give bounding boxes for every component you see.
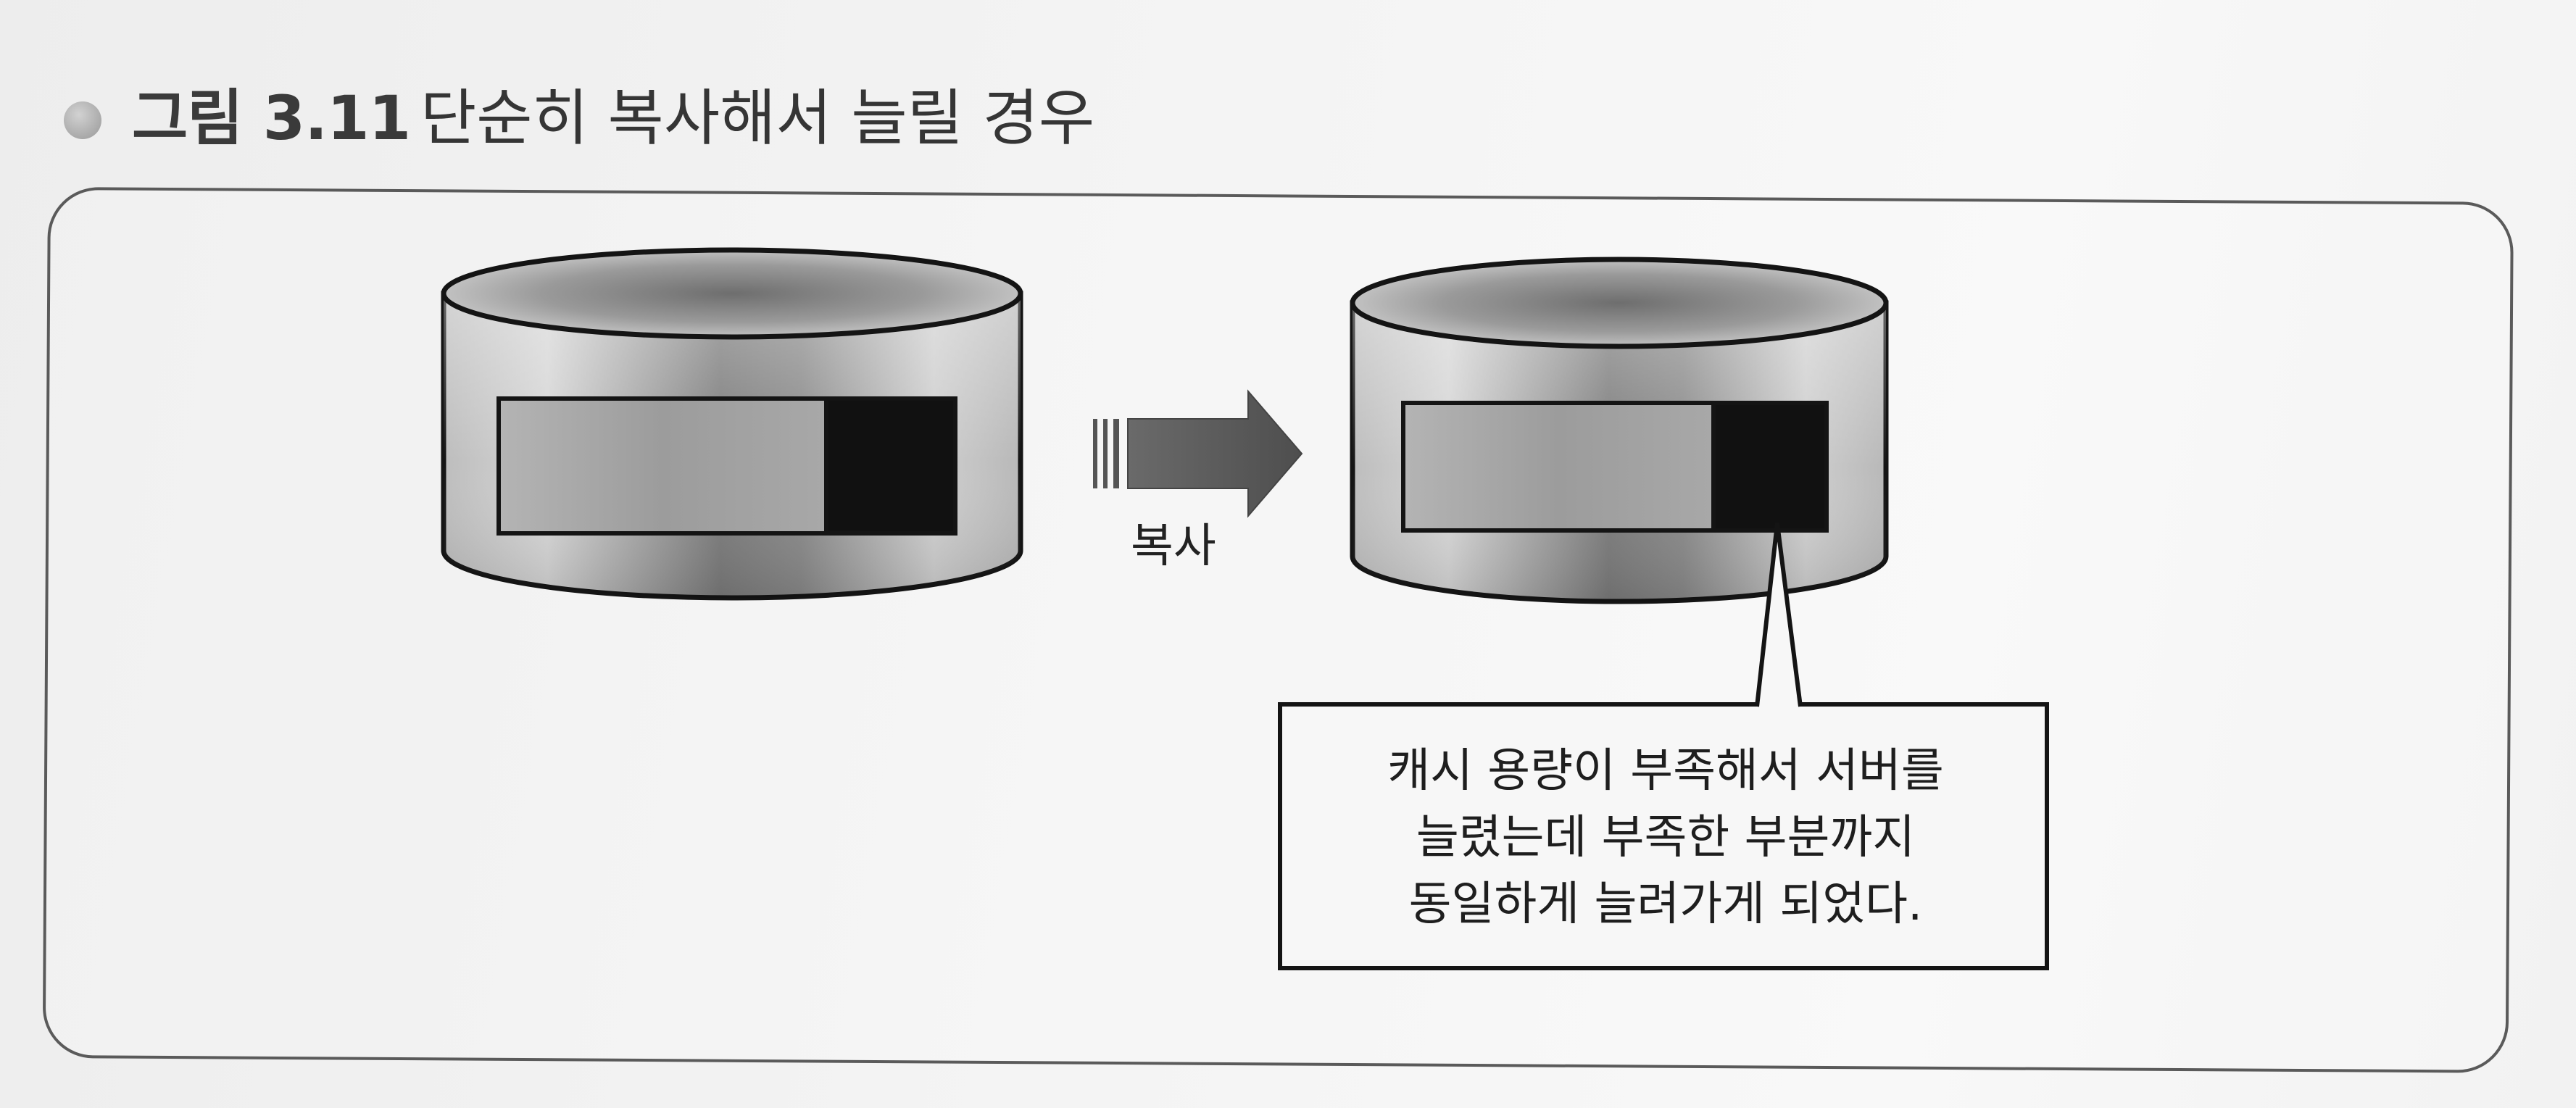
callout-box (1278, 702, 2049, 970)
cache-shortage-bar-left (824, 396, 957, 536)
figure-title: 단순히 복사해서 늘릴 경우 (420, 83, 1095, 154)
bullet-icon (64, 101, 101, 139)
cylinder-top-left (441, 247, 1023, 340)
callout-text: 캐시 용량이 부족해서 서버를 늘렸는데 부족한 부분까지 동일하게 늘려가게 … (1287, 738, 2044, 938)
cache-used-bar-left (496, 396, 828, 536)
callout-line-3: 동일하게 늘려가게 되었다. (1408, 878, 1923, 931)
callout-pointer (1757, 523, 1800, 707)
callout-line-2: 늘렸는데 부족한 부분까지 (1416, 811, 1916, 865)
callout-line-1: 캐시 용량이 부족해서 서버를 (1387, 744, 1944, 798)
callout (1278, 522, 2049, 970)
figure-caption: 그림 3.11 단순히 복사해서 늘릴 경우 (0, 0, 2576, 174)
cache-used-bar-right (1401, 401, 1716, 533)
copy-label: 복사 (1131, 520, 1216, 573)
figure-number: 그림 3.11 (132, 83, 411, 154)
cache-server-copied (1350, 257, 1889, 604)
copy-arrow-icon (1093, 389, 1303, 518)
cache-server-original (441, 247, 1023, 601)
cylinder-top-right (1350, 257, 1889, 349)
cache-shortage-bar-right (1711, 401, 1829, 533)
